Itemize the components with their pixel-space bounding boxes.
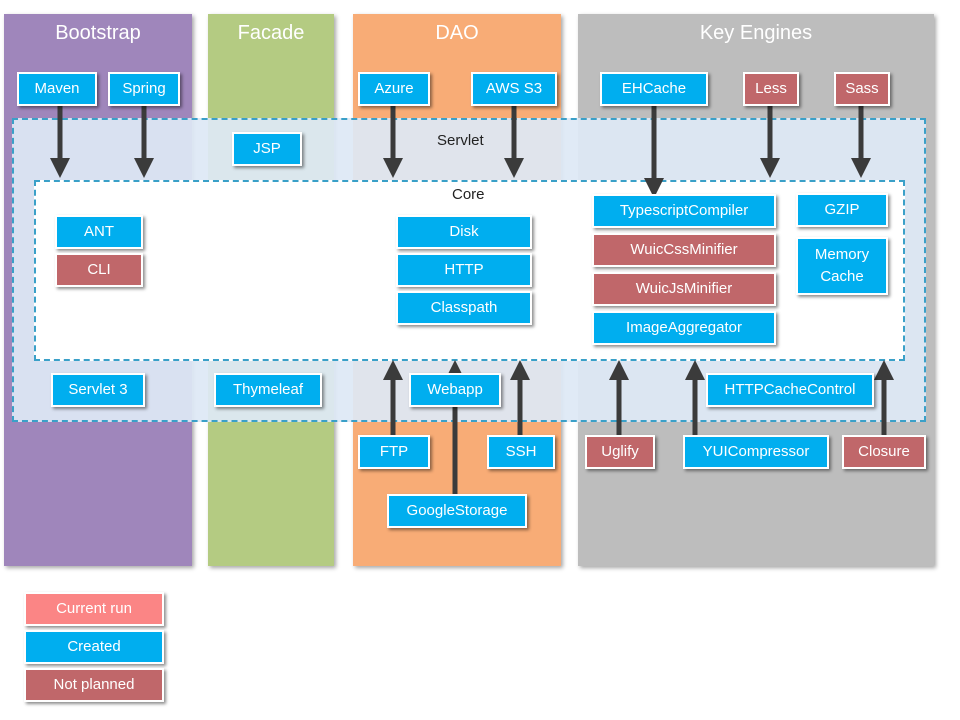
maven-module: Maven xyxy=(17,72,97,106)
classpath-module: Classpath xyxy=(396,291,532,325)
sass-module: Sass xyxy=(834,72,890,106)
less-module: Less xyxy=(743,72,799,106)
legend-created: Created xyxy=(24,630,164,664)
core-zone-title: Core xyxy=(452,186,485,203)
uglify-module: Uglify xyxy=(585,435,655,469)
ant-module: ANT xyxy=(55,215,143,249)
servlet-zone-title: Servlet xyxy=(437,132,484,149)
cli-module: CLI xyxy=(55,253,143,287)
wuic-js-minifier-module: WuicJsMinifier xyxy=(592,272,776,306)
http-cache-control-module: HTTPCacheControl xyxy=(706,373,874,407)
key-engines-title: Key Engines xyxy=(699,22,813,44)
dao-title: DAO xyxy=(435,22,479,44)
servlet3-module: Servlet 3 xyxy=(51,373,145,407)
memory-cache-module: Memory Cache xyxy=(796,237,888,295)
webapp-module: Webapp xyxy=(409,373,501,407)
aws-s3-module: AWS S3 xyxy=(471,72,557,106)
disk-module: Disk xyxy=(396,215,532,249)
spring-module: Spring xyxy=(108,72,180,106)
closure-module: Closure xyxy=(842,435,926,469)
ftp-module: FTP xyxy=(358,435,430,469)
facade-title: Facade xyxy=(237,22,305,44)
http-module: HTTP xyxy=(396,253,532,287)
bootstrap-title: Bootstrap xyxy=(55,22,141,44)
typescript-compiler-module: TypescriptCompiler xyxy=(592,194,776,228)
yui-compressor-module: YUICompressor xyxy=(683,435,829,469)
wuic-css-minifier-module: WuicCssMinifier xyxy=(592,233,776,267)
ehcache-module: EHCache xyxy=(600,72,708,106)
legend-not-planned: Not planned xyxy=(24,668,164,702)
ssh-module: SSH xyxy=(487,435,555,469)
azure-module: Azure xyxy=(358,72,430,106)
jsp-module: JSP xyxy=(232,132,302,166)
legend-current-run: Current run xyxy=(24,592,164,626)
thymeleaf-module: Thymeleaf xyxy=(214,373,322,407)
google-storage-module: GoogleStorage xyxy=(387,494,527,528)
image-aggregator-module: ImageAggregator xyxy=(592,311,776,345)
gzip-module: GZIP xyxy=(796,193,888,227)
